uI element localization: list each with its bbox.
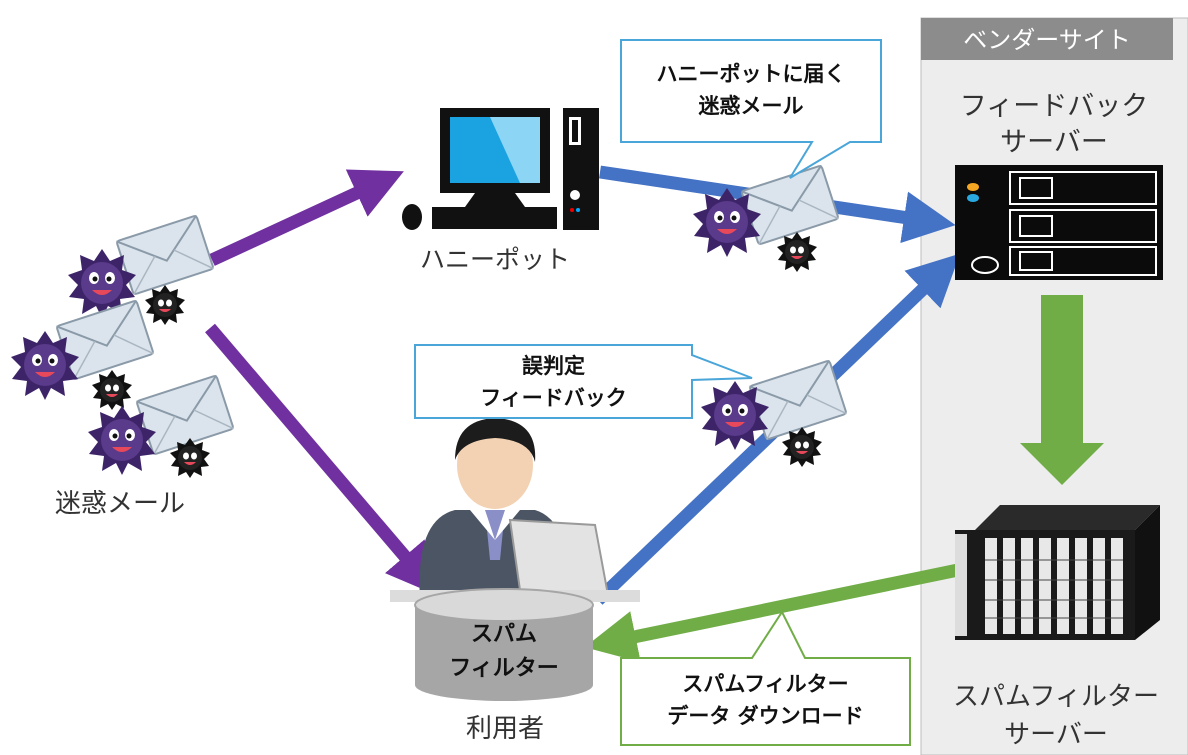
- honeypot-pc-icon: [402, 108, 599, 230]
- callout-honeypot-mail-line2: 迷惑メール: [698, 94, 804, 118]
- feedback-server-label-line1: フィードバック: [959, 91, 1149, 122]
- user-label: 利用者: [466, 714, 545, 744]
- vendor-site-header-label: ベンダーサイト: [963, 26, 1131, 54]
- user-person-illustration: [390, 418, 640, 602]
- spam-filter-db-cylinder: [414, 588, 594, 701]
- vendor-site-header: [921, 18, 1173, 60]
- spam-filter-server-icon: [955, 505, 1160, 640]
- callout-honeypot-mail-box: [620, 39, 882, 179]
- spam-filter-db-label: スパム フィルター: [415, 618, 593, 686]
- honeypot-mail-envelope: [693, 164, 840, 272]
- spam-filter-db-line1: スパム: [470, 622, 537, 647]
- callout-honeypot-mail-text: ハニーポットに届く 迷惑メール: [621, 58, 881, 122]
- callout-filter-download-line1: スパムフィルター: [682, 672, 849, 696]
- callout-filter-download-line2: データ ダウンロード: [667, 704, 864, 728]
- arrow-mail-to-honeypot: [209, 169, 404, 266]
- arrow-mail-to-user: [205, 323, 439, 596]
- feedback-server-icon: [955, 165, 1163, 280]
- spam-mail-label: 迷惑メール: [55, 489, 186, 519]
- callout-misjudge-feedback-text: 誤判定 フィードバック: [415, 350, 692, 414]
- spam-filter-server-label-line2: サーバー: [1004, 720, 1108, 750]
- spam-filter-server-label-line1: スパムフィルター: [953, 682, 1159, 712]
- callout-misjudge-feedback-line2: フィードバック: [480, 386, 627, 410]
- arrow-feedback-to-spam-server: [1020, 295, 1104, 485]
- callout-misjudge-feedback-line1: 誤判定: [522, 354, 585, 378]
- feedback-server-label-line2: サーバー: [1000, 127, 1108, 158]
- callout-filter-download-box: [620, 609, 911, 746]
- honeypot-label: ハニーポット: [420, 245, 571, 274]
- callout-misjudge-feedback-box: [414, 344, 753, 419]
- callout-filter-download-text: スパムフィルター データ ダウンロード: [621, 668, 910, 732]
- spam-mail-group: [11, 214, 235, 478]
- callout-honeypot-mail-line1: ハニーポットに届く: [656, 62, 846, 86]
- arrow-spam-server-to-filter: [584, 563, 960, 663]
- spam-filter-db-line2: フィルター: [449, 656, 559, 681]
